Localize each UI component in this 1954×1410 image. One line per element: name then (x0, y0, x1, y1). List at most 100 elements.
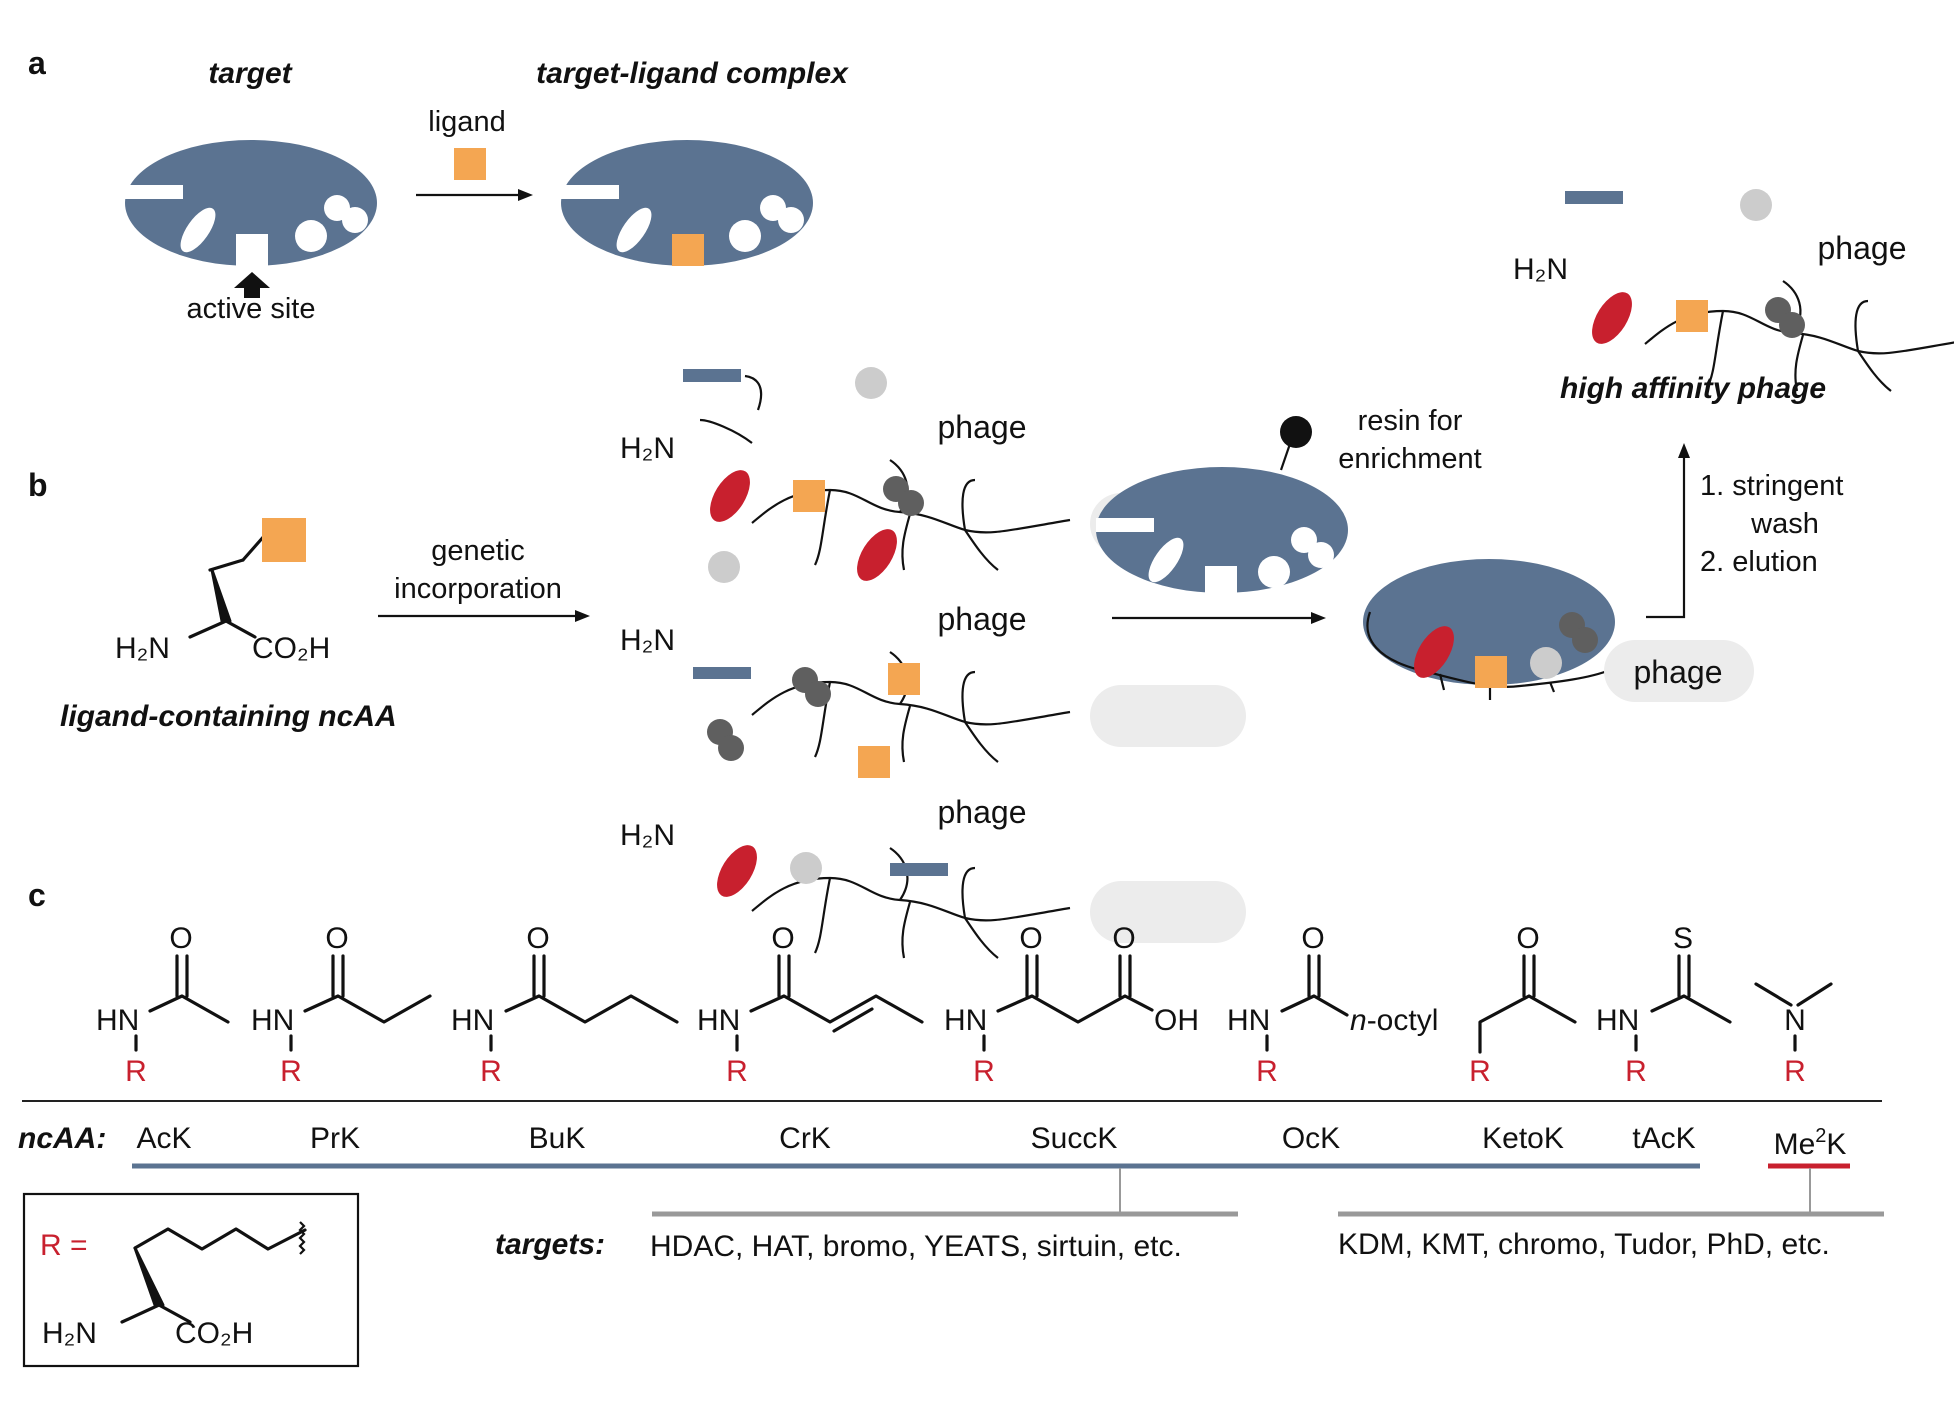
svg-text:N: N (1784, 1004, 1806, 1037)
structure-ketok: O R (1469, 922, 1577, 1088)
bound-phage-complex: phage (1363, 559, 1754, 702)
phage-label-bound: phage (1634, 654, 1723, 690)
svg-text:O: O (1019, 922, 1042, 955)
r-definition-box: R = H₂N CO₂H (22, 1192, 360, 1368)
svg-text:HN: HN (697, 1004, 740, 1037)
wash-line3: 2. elution (1700, 546, 1818, 578)
svg-text:R: R (1469, 1055, 1491, 1088)
ncaa-name-ketok: KetoK (1482, 1122, 1564, 1155)
svg-text:O: O (1516, 922, 1539, 955)
ncaa-amine: H₂N (115, 632, 170, 665)
high-affinity-amine: H₂N (1513, 253, 1568, 286)
r-amine: H₂N (42, 1317, 97, 1350)
svg-text:O: O (1301, 922, 1324, 955)
high-affinity-caption: high affinity phage (1560, 372, 1826, 405)
phage-library-member-1: H₂N phage (620, 367, 1248, 572)
ncaa-name-me2k: Me2K (1774, 1125, 1847, 1161)
step-incorporation: incorporation (394, 573, 562, 605)
ncaa-name-ack: AcK (136, 1122, 191, 1155)
ncaa-caption: ligand-containing ncAA (60, 700, 397, 733)
ncaa-name-tack: tAcK (1632, 1122, 1695, 1155)
panel-c: c O HN R O HN R O HN R O HN R O (18, 877, 1884, 1368)
ncaa-name-ock: OcK (1282, 1122, 1340, 1155)
high-affinity-phage: H₂N phage (1513, 189, 1954, 393)
panel-letter-a: a (28, 45, 46, 81)
panel-a: a target target-ligand complex active si… (28, 45, 849, 325)
svg-text:OH: OH (1154, 1004, 1199, 1037)
phage-amine-2: H₂N (620, 624, 675, 657)
svg-text:HN: HN (451, 1004, 494, 1037)
ncaa-name-prk: PrK (310, 1122, 360, 1155)
ncaa-name-succk: SuccK (1031, 1122, 1118, 1155)
svg-text:R: R (973, 1055, 995, 1088)
svg-text:O: O (526, 922, 549, 955)
svg-text:HN: HN (944, 1004, 987, 1037)
structure-tack: S HN R (1596, 922, 1732, 1088)
light-gray-group (855, 367, 887, 399)
octyl-n: n (1350, 1004, 1367, 1037)
svg-text:HN: HN (1227, 1004, 1270, 1037)
svg-text:HN: HN (251, 1004, 294, 1037)
svg-text:O: O (169, 922, 192, 955)
arrow-head-icon (1311, 612, 1326, 624)
structure-ock: O HN n-octyl R (1227, 922, 1438, 1088)
resin-bead (1280, 416, 1312, 448)
structure-succk: O O HN OH R (944, 922, 1199, 1088)
arrow-head-icon (575, 610, 590, 622)
oval-pocket (180, 207, 216, 253)
active-site-pocket (236, 234, 268, 266)
step-genetic: genetic (431, 535, 525, 567)
svg-text:S: S (1673, 922, 1693, 955)
r-definition-label: R = (40, 1229, 88, 1262)
active-site-label: active site (187, 293, 316, 325)
svg-text:R: R (726, 1055, 748, 1088)
complex-protein (561, 140, 813, 266)
svg-text:HN: HN (96, 1004, 139, 1037)
target-title: target (208, 57, 293, 90)
svg-text:n-octyl: n-octyl (1350, 1004, 1438, 1037)
svg-text:R: R (1256, 1055, 1278, 1088)
ncaa-acid: CO₂H (252, 632, 330, 665)
structure-me2k: N R (1754, 982, 1833, 1088)
svg-text:O: O (325, 922, 348, 955)
targets-label: targets: (495, 1228, 605, 1261)
active-site-arrow-icon (234, 272, 270, 298)
ligand-label: ligand (428, 106, 505, 138)
ncaa-name-crk: CrK (779, 1122, 831, 1155)
resin-line2: enrichment (1338, 443, 1481, 475)
phage-label-2: phage (938, 601, 1027, 637)
octyl-suffix: -octyl (1367, 1004, 1439, 1037)
ncaa-name-buk: BuK (529, 1122, 586, 1155)
resin-target (1096, 416, 1348, 598)
panel-b: b H₂N CO₂H ligand-containing ncAA geneti… (28, 189, 1954, 960)
svg-text:R: R (280, 1055, 302, 1088)
phage-label-high: phage (1818, 230, 1907, 266)
bar-pocket (125, 185, 183, 199)
r-acid: CO₂H (175, 1317, 253, 1350)
svg-text:O: O (1112, 922, 1135, 955)
phage-label-1: phage (938, 409, 1027, 445)
arrow-head-icon (1678, 443, 1690, 458)
svg-text:R: R (480, 1055, 502, 1088)
bar-group (683, 369, 741, 382)
arrow-head-icon (518, 189, 533, 201)
svg-text:R: R (1784, 1055, 1806, 1088)
svg-text:R: R (125, 1055, 147, 1088)
phage-label-3: phage (938, 794, 1027, 830)
phage-amine-1: H₂N (620, 432, 675, 465)
resin-line1: resin for (1358, 405, 1463, 437)
ncaa-structure: H₂N CO₂H (115, 518, 330, 665)
structure-buk: O HN R (451, 922, 679, 1088)
svg-text:O: O (771, 922, 794, 955)
svg-text:R: R (1625, 1055, 1647, 1088)
ncaa-ligand-square (262, 518, 306, 562)
panel-letter-c: c (28, 877, 46, 913)
structure-ack: O HN R (96, 922, 230, 1088)
panel-letter-b: b (28, 467, 48, 503)
phage-amine-3: H₂N (620, 819, 675, 852)
phage-library-member-3: H₂N phage (620, 719, 1248, 960)
wash-line1: 1. stringent (1700, 470, 1843, 502)
complex-title: target-ligand complex (536, 57, 849, 90)
structure-prk: O HN R (251, 922, 432, 1088)
